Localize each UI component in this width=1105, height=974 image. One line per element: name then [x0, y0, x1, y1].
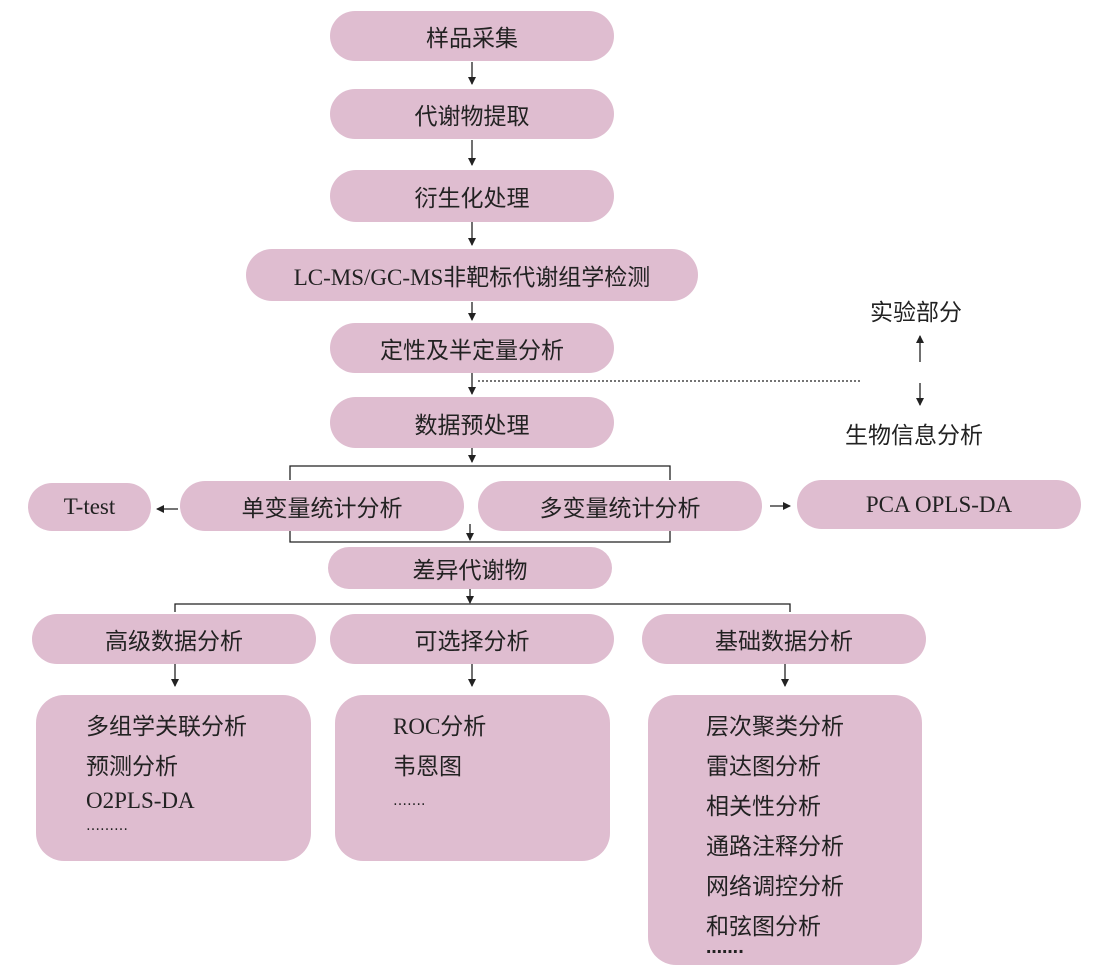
sample-collection-node: 样品采集	[330, 11, 614, 61]
bioinformatics-label: 生物信息分析	[845, 423, 983, 449]
advanced-item: O2PLS-DA	[86, 788, 195, 813]
basic-item: 相关性分析	[706, 794, 821, 820]
basic-item: 通路注释分析	[706, 834, 844, 860]
basic-item: 和弦图分析	[706, 914, 821, 940]
advanced-analysis-node: 高级数据分析	[32, 614, 316, 664]
data-preprocessing-node: 数据预处理	[330, 397, 614, 448]
advanced-item: ………	[86, 818, 128, 834]
untargeted-detection-node: LC-MS/GC-MS非靶标代谢组学检测	[246, 249, 698, 301]
bracket-bottom	[289, 530, 671, 543]
basic-item: 网络调控分析	[706, 874, 844, 900]
quant-analysis-node: 定性及半定量分析	[330, 323, 614, 373]
optional-item: 韦恩图	[393, 754, 462, 780]
optional-item: ROC分析	[393, 714, 487, 739]
basic-analysis-node: 基础数据分析	[642, 614, 926, 664]
basic-item: 雷达图分析	[706, 754, 821, 780]
branch-bar	[174, 603, 791, 612]
diff-metabolites-node: 差异代谢物	[328, 547, 612, 589]
advanced-item: 预测分析	[86, 754, 178, 780]
optional-item: …….	[393, 793, 426, 809]
advanced-items-panel: 多组学关联分析 预测分析 O2PLS-DA ………	[36, 695, 311, 861]
basic-item: …….	[706, 938, 745, 957]
metabolite-extraction-node: 代谢物提取	[330, 89, 614, 139]
univariate-node: 单变量统计分析	[180, 481, 464, 531]
optional-analysis-node: 可选择分析	[330, 614, 614, 664]
basic-item: 层次聚类分析	[706, 714, 844, 740]
derivatization-node: 衍生化处理	[330, 170, 614, 222]
optional-items-panel: ROC分析 韦恩图 …….	[335, 695, 610, 861]
experiment-label: 实验部分	[870, 300, 962, 326]
basic-items-panel: 层次聚类分析 雷达图分析 相关性分析 通路注释分析 网络调控分析 和弦图分析 ……	[648, 695, 922, 965]
pca-opls-node: PCA OPLS-DA	[797, 480, 1081, 529]
bracket-top	[289, 465, 671, 480]
ttest-node: T-test	[28, 483, 151, 531]
multivariate-node: 多变量统计分析	[478, 481, 762, 531]
advanced-item: 多组学关联分析	[86, 714, 247, 740]
